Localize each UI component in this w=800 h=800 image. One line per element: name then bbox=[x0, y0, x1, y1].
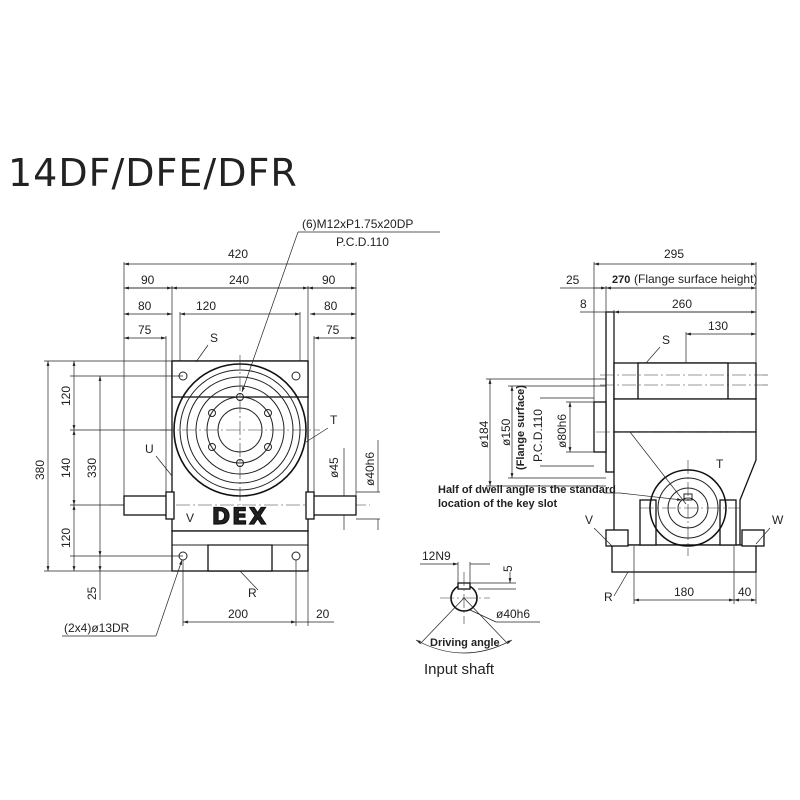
front-label-s: S bbox=[210, 331, 218, 345]
dim-20: 20 bbox=[316, 607, 330, 621]
key-depth-5: 5 bbox=[501, 565, 515, 572]
dim-90-left: 90 bbox=[141, 273, 155, 287]
dim-90-right: 90 bbox=[322, 273, 336, 287]
dim-200: 200 bbox=[228, 607, 248, 621]
dim-25-left: 25 bbox=[85, 586, 99, 600]
side-label-t: T bbox=[716, 457, 724, 471]
dim-140: 140 bbox=[59, 458, 73, 478]
dim-380: 380 bbox=[33, 460, 47, 480]
dim-75-left: 75 bbox=[138, 323, 152, 337]
input-shaft-detail: 12N9 5 ø40h6 Driving angle Input shaft bbox=[415, 549, 540, 678]
dim-40: 40 bbox=[738, 585, 752, 599]
dim-80-left: 80 bbox=[138, 299, 152, 313]
flange-height-note: (Flange surface height) bbox=[634, 272, 757, 286]
dim-dia45: ø45 bbox=[327, 457, 341, 478]
flange-surface-note: (Flange surface) bbox=[515, 385, 527, 470]
dim-130: 130 bbox=[708, 319, 728, 333]
dim-330: 330 bbox=[85, 458, 99, 478]
dim-120-top: 120 bbox=[196, 299, 216, 313]
callout-mount-holes: (2x4)ø13DR bbox=[64, 621, 130, 635]
side-view: S T V W R 295 25 270 (Flange surface hei… bbox=[438, 247, 784, 604]
front-label-r: R bbox=[248, 586, 257, 600]
dim-180: 180 bbox=[674, 585, 694, 599]
dim-8: 8 bbox=[580, 297, 587, 311]
side-flange-plate bbox=[605, 311, 615, 473]
side-label-w: W bbox=[772, 513, 784, 527]
callout-tapped-holes: (6)M12xP1.75x20DP bbox=[302, 217, 413, 231]
callout-pcd-front: P.C.D.110 bbox=[336, 235, 389, 249]
dim-260: 260 bbox=[672, 297, 692, 311]
dim-270: 270 bbox=[612, 274, 630, 286]
drawing-title: 14DF/DFE/DFR bbox=[8, 151, 298, 195]
dim-80-right: 80 bbox=[324, 299, 338, 313]
dim-420: 420 bbox=[228, 247, 248, 261]
dim-dia150: ø150 bbox=[499, 418, 513, 446]
side-label-r: R bbox=[604, 590, 613, 604]
input-shaft-dia: ø40h6 bbox=[496, 607, 530, 621]
front-label-v: V bbox=[186, 511, 194, 525]
front-view: DEX S T U V R 420 90 240 90 80 120 80 bbox=[33, 217, 440, 637]
side-base bbox=[611, 544, 757, 573]
key-slot-note-line2: location of the key slot bbox=[438, 498, 558, 510]
front-label-t: T bbox=[330, 413, 338, 427]
dim-240: 240 bbox=[229, 273, 249, 287]
dim-dia184: ø184 bbox=[477, 420, 491, 448]
dim-pcd-side: P.C.D.110 bbox=[531, 409, 545, 462]
dim-dia40h6-front: ø40h6 bbox=[363, 452, 377, 486]
side-label-s: S bbox=[662, 333, 670, 347]
dim-dia80h6: ø80h6 bbox=[555, 414, 569, 448]
side-label-v: V bbox=[585, 513, 593, 527]
driving-angle-label: Driving angle bbox=[430, 637, 500, 649]
dim-120-lower: 120 bbox=[59, 528, 73, 548]
front-left-shaft bbox=[123, 495, 173, 516]
dim-295: 295 bbox=[664, 247, 684, 261]
input-shaft-caption: Input shaft bbox=[424, 661, 495, 678]
dim-75-right: 75 bbox=[326, 323, 340, 337]
key-slot-note-line1: Half of dwell angle is the standard bbox=[438, 484, 616, 496]
dim-120-upper: 120 bbox=[59, 386, 73, 406]
dex-logo: DEX bbox=[212, 505, 268, 530]
dim-25-side: 25 bbox=[566, 273, 580, 287]
key-12n9: 12N9 bbox=[422, 549, 451, 563]
front-label-u: U bbox=[145, 442, 154, 456]
front-right-shaft bbox=[307, 495, 357, 516]
